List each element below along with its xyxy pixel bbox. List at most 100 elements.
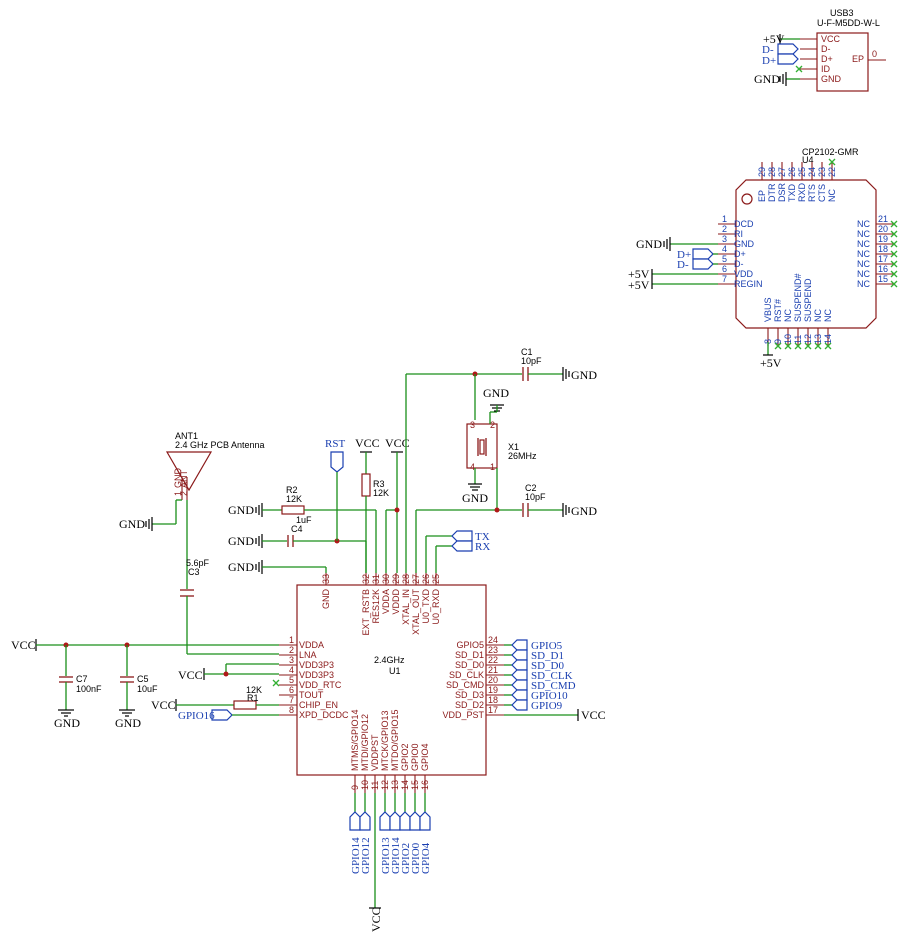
esp-pin-num: 31 — [371, 574, 381, 584]
usb-dm-hier-label — [777, 43, 799, 55]
ant-value: 2.4 GHz PCB Antenna — [175, 440, 265, 450]
esp-value: 2.4GHz — [374, 655, 405, 665]
cp-net-dp: D+ — [677, 249, 691, 261]
ant-gnd: GND — [119, 517, 145, 531]
usb-pin-id: ID — [821, 64, 831, 74]
vdd3p3-vcc: VCC — [178, 668, 203, 682]
cp-pin-name: GND — [734, 239, 755, 249]
cp-pin-name: SUSPEND — [803, 278, 813, 322]
antenna-symbol — [165, 451, 213, 492]
cp-pin-name: TXD — [787, 183, 797, 202]
cp-pin-num: 9 — [773, 339, 783, 344]
pin33-gnd: GND — [228, 560, 254, 574]
cp-pin-name: NC — [857, 239, 870, 249]
esp-top-pins: 33GND32EXT_RSTB31RES12K30VDDA29VDDD28XTA… — [321, 573, 441, 636]
cp-pin-num: 4 — [722, 244, 727, 254]
esp-right-label-text: SD_CMD — [531, 680, 576, 692]
esp-pin-name: SD_D3 — [455, 690, 484, 700]
cp-pin-name: REGIN — [734, 279, 763, 289]
esp-bottom-hier-label — [399, 811, 411, 831]
esp-right-label-text: GPIO5 — [531, 640, 563, 652]
cp-pin-num: 24 — [807, 167, 817, 177]
cp-pin-num: 21 — [878, 214, 888, 224]
cp-pin-name: NC — [857, 219, 870, 229]
cp2102-value: CP2102-GMR — [802, 147, 859, 157]
usb-pin-vcc: VCC — [821, 34, 841, 44]
cp2102-bottom-pins: 8VBUS9RST#10NC11SUSPEND#12SUSPEND13NC14N… — [763, 273, 833, 350]
cp-pin-name: NC — [823, 309, 833, 322]
r1-value: 12K — [246, 685, 262, 695]
cp-pin-num: 1 — [722, 214, 727, 224]
esp-bottom-hier-label — [349, 811, 361, 831]
r2-ref: R2 — [286, 485, 298, 495]
esp-pin-num: 10 — [360, 780, 370, 790]
cp-pin-name: DSR — [777, 182, 787, 202]
esp-pin-name: GPIO2 — [400, 743, 410, 771]
cp-dm-hier-label — [692, 258, 714, 270]
esp-pin-name: GPIO4 — [420, 743, 430, 771]
cp-pin-name: RTS — [807, 184, 817, 202]
esp-right-hier-label — [511, 699, 528, 711]
c4-value: 1uF — [296, 515, 312, 525]
esp-pin-num: 20 — [488, 675, 498, 685]
r1-vcc: VCC — [151, 698, 176, 712]
esp-right-hier-label — [511, 639, 528, 651]
usb-pin-ep: EP — [852, 54, 864, 64]
cp-pin-num: 8 — [763, 339, 773, 344]
esp-pin-name: GPIO5 — [456, 640, 484, 650]
esp-pin-num: 4 — [289, 665, 294, 675]
cp-net-vdd: +5V — [628, 267, 650, 281]
esp-pin-num: 6 — [289, 685, 294, 695]
esp-pin-name: VDDA — [381, 589, 391, 614]
esp-pin-num: 22 — [488, 655, 498, 665]
r1-ref: R1 — [247, 693, 259, 703]
cp-pin-num: 26 — [787, 167, 797, 177]
esp-pin-num: 5 — [289, 675, 294, 685]
esp-bottom-label-text: GPIO2 — [400, 843, 412, 874]
c5-ref: C5 — [137, 674, 149, 684]
cp-pin-num: 25 — [797, 167, 807, 177]
esp-bottom-hier-label — [389, 811, 401, 831]
esp-bottom-label-text: GPIO4 — [420, 842, 432, 874]
esp-pin-name: TOUT — [299, 690, 324, 700]
cp-pin-num: 29 — [757, 167, 767, 177]
r2-value: 12K — [286, 494, 302, 504]
esp-pin-num: 19 — [488, 685, 498, 695]
usb-net-dm: D- — [762, 44, 774, 56]
r3-vcc: VCC — [355, 436, 380, 450]
x1-value: 26MHz — [508, 451, 537, 461]
esp-pin-name: U0_RXD — [431, 589, 441, 625]
esp-pin-name: XTAL_OUT — [411, 588, 421, 634]
esp-pin-name: VDD_PST — [442, 710, 484, 720]
cp-pin-num: 3 — [722, 234, 727, 244]
esp-right-label-text: GPIO9 — [531, 700, 563, 712]
rst-label: RST — [325, 438, 345, 450]
cp-pin-num: 6 — [722, 264, 727, 274]
esp-pin-name: SD_D0 — [455, 660, 484, 670]
esp-right-label-text: SD_D1 — [531, 650, 564, 662]
tx-label: TX — [475, 531, 490, 543]
esp-right-hier-label — [511, 689, 528, 701]
cp-pin-num: 13 — [813, 334, 823, 344]
esp-bottom-hier-label — [419, 811, 431, 831]
esp-bottom-pins: 9MTMS/GPIO1410MTDI/GPIO1211VDDPST12MTCK/… — [350, 709, 430, 793]
usb-dp-hier-label — [777, 53, 799, 65]
vcc-outputs: VCC VCC — [369, 708, 606, 932]
esp-bottom-hier-label — [359, 811, 371, 831]
x1-pin2: 2 — [490, 420, 495, 430]
c4-gnd: GND — [228, 534, 254, 548]
ant-pin1-name: GND — [173, 468, 183, 489]
cp-pin-num: 22 — [827, 167, 837, 177]
cp-pin-num: 23 — [817, 167, 827, 177]
esp-pin-num: 13 — [390, 780, 400, 790]
c7-gnd: GND — [54, 716, 80, 730]
c4-ref: C4 — [291, 524, 303, 534]
cp-pin-num: 2 — [722, 224, 727, 234]
cp-pin-num: 28 — [767, 167, 777, 177]
cp-pin-num: 16 — [878, 264, 888, 274]
